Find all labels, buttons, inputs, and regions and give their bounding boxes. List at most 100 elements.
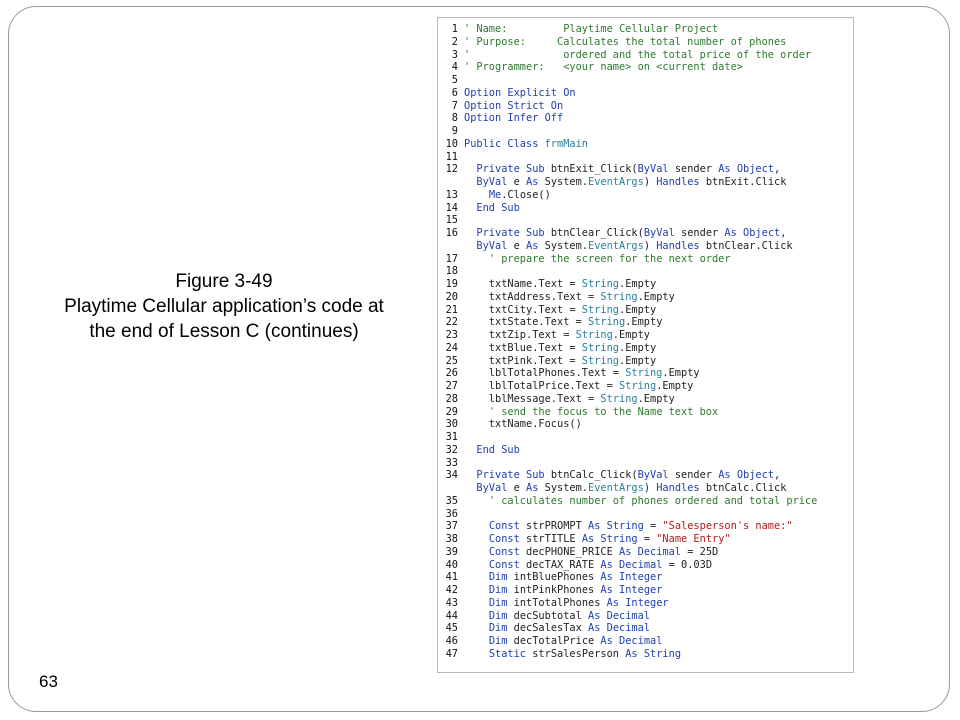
line-number: 5 xyxy=(451,74,458,86)
code-line: 46 Dim decTotalPrice As Decimal xyxy=(438,635,853,648)
line-number: 3 xyxy=(451,48,458,61)
line-number: 42 xyxy=(445,584,458,596)
line-number: 15 xyxy=(445,214,458,227)
code-line: 9 xyxy=(438,125,853,138)
code-token: frmMain xyxy=(544,137,588,150)
code-token: Handles xyxy=(656,176,706,188)
line-number: 25 xyxy=(445,354,458,367)
code-text: ByVal e As System.EventArgs) Handles btn… xyxy=(464,482,786,495)
line-number: 20 xyxy=(445,290,458,303)
code-text: Public Class frmMain xyxy=(464,138,588,151)
code-text: Dim decSalesTax As Decimal xyxy=(464,622,650,635)
code-token: ByVal xyxy=(637,163,675,176)
line-number: 44 xyxy=(445,609,458,622)
code-token: As Object xyxy=(724,227,781,239)
code-token: Dim xyxy=(488,571,514,584)
figure-caption: Figure 3-49 Playtime Cellular applicatio… xyxy=(39,269,409,344)
code-line: 23 txtZip.Text = String.Empty xyxy=(438,329,853,342)
code-line: 42 Dim intPinkPhones As Integer xyxy=(438,584,853,597)
code-text: ' Programmer: <your name> on <current da… xyxy=(464,61,743,74)
code-line: 20 txtAddress.Text = String.Empty xyxy=(438,291,853,304)
line-number: 36 xyxy=(445,507,458,520)
code-token: strPROMPT xyxy=(526,520,589,533)
line-number: 7 xyxy=(451,99,458,112)
code-text: Dim decTotalPrice As Decimal xyxy=(464,635,663,648)
code-token xyxy=(464,163,476,175)
code-text: Option Explicit On xyxy=(464,87,576,100)
code-token: Dim xyxy=(488,609,514,622)
code-token: ' calculates number of phones ordered an… xyxy=(488,494,818,507)
code-line: 16 Private Sub btnClear_Click(ByVal send… xyxy=(438,227,853,240)
code-token: = xyxy=(643,533,657,545)
code-token: Private Sub xyxy=(476,227,551,239)
code-text: txtBlue.Text = String.Empty xyxy=(464,342,656,355)
code-token: Handles xyxy=(656,482,706,494)
code-line: 22 txtState.Text = String.Empty xyxy=(438,316,853,329)
code-token: ' prepare the screen for the next order xyxy=(488,252,731,265)
code-token: .Empty xyxy=(619,341,657,354)
code-token: System. xyxy=(544,176,589,188)
code-token: .Empty xyxy=(662,367,700,380)
code-token xyxy=(464,202,476,214)
code-token xyxy=(464,495,489,507)
code-token: .Empty xyxy=(619,303,657,316)
line-number: 45 xyxy=(445,622,458,635)
line-number: 33 xyxy=(445,456,458,469)
code-token: txtPink.Text = xyxy=(464,354,582,367)
code-token: Dim xyxy=(488,635,514,647)
code-token: ' ordered and the total price of the ord… xyxy=(464,48,812,61)
code-token: String xyxy=(618,380,657,392)
code-token: Dim xyxy=(488,596,514,609)
code-line: 35 ' calculates number of phones ordered… xyxy=(438,495,853,508)
code-token: Dim xyxy=(488,584,514,596)
code-line: 37 Const strPROMPT As String = "Salesper… xyxy=(438,520,853,533)
line-number: 2 xyxy=(451,35,458,48)
code-token: sender xyxy=(674,469,719,482)
code-token: "Name Entry" xyxy=(656,533,731,545)
code-token: txtCity.Text = xyxy=(464,303,582,316)
code-text: Dim intTotalPhones As Integer xyxy=(464,597,669,610)
code-token: btnExit.Click xyxy=(705,176,787,188)
code-token: As Integer xyxy=(606,596,669,609)
code-token: As String xyxy=(588,520,651,533)
code-token: .Empty xyxy=(656,380,694,392)
code-token: EventArgs xyxy=(588,482,644,494)
line-number: 43 xyxy=(445,596,458,609)
code-token xyxy=(464,469,476,481)
code-line: 27 lblTotalPrice.Text = String.Empty xyxy=(438,380,853,393)
code-token xyxy=(464,622,489,634)
code-text: Private Sub btnExit_Click(ByVal sender A… xyxy=(464,163,780,176)
code-token: As String xyxy=(581,533,644,545)
code-line: 29 ' send the focus to the Name text box xyxy=(438,406,853,419)
code-text: ' send the focus to the Name text box xyxy=(464,406,718,419)
code-token: .Empty xyxy=(612,329,650,341)
code-token: strTITLE xyxy=(526,533,582,545)
code-token: String xyxy=(625,367,663,380)
code-token: String xyxy=(581,278,619,290)
code-token: .Empty xyxy=(637,392,675,405)
code-token: Const xyxy=(488,533,527,545)
code-text: Private Sub btnCalc_Click(ByVal sender A… xyxy=(464,469,780,482)
line-number: 13 xyxy=(445,188,458,201)
code-token: As String xyxy=(625,647,682,660)
code-line: 14 End Sub xyxy=(438,202,853,215)
code-token: EventArgs xyxy=(588,176,644,188)
code-text: Private Sub btnClear_Click(ByVal sender … xyxy=(464,227,786,240)
code-line: 28 lblMessage.Text = String.Empty xyxy=(438,393,853,406)
line-number: 46 xyxy=(445,635,458,647)
code-token: = 0.03D xyxy=(668,558,713,571)
code-token: String xyxy=(575,329,613,341)
code-token: Const xyxy=(488,558,527,571)
code-token: decSalesTax xyxy=(513,622,589,635)
code-line: 5 xyxy=(438,74,853,87)
code-token: As Decimal xyxy=(619,545,688,558)
code-line: 18 xyxy=(438,265,853,278)
code-token xyxy=(464,610,489,622)
code-token: ByVal xyxy=(476,176,514,188)
code-token: btnExit_Click( xyxy=(550,163,638,176)
code-token: txtName.Text = xyxy=(464,278,582,290)
code-text: txtPink.Text = String.Empty xyxy=(464,355,656,368)
